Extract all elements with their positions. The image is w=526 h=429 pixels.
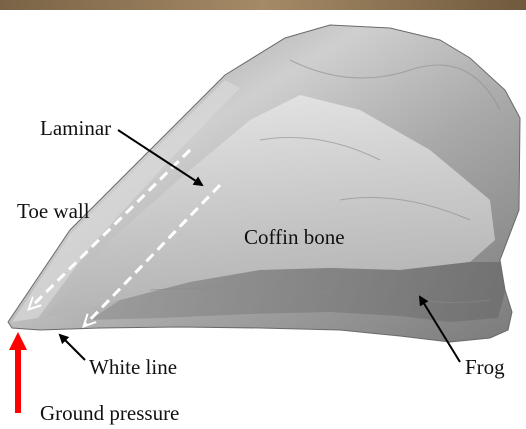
- ground-pressure-label: Ground pressure: [40, 403, 179, 424]
- laminar-label: Laminar: [40, 118, 111, 139]
- toe-wall-label: Toe wall: [17, 201, 90, 222]
- frog-label: Frog: [465, 357, 505, 378]
- ground-pressure-arrowhead: [9, 332, 27, 350]
- coffin-bone-label: Coffin bone: [244, 227, 345, 248]
- white-line-pointer-arrow: [60, 335, 85, 360]
- white-line-label: White line: [89, 357, 177, 378]
- top-photo-strip: [0, 0, 526, 10]
